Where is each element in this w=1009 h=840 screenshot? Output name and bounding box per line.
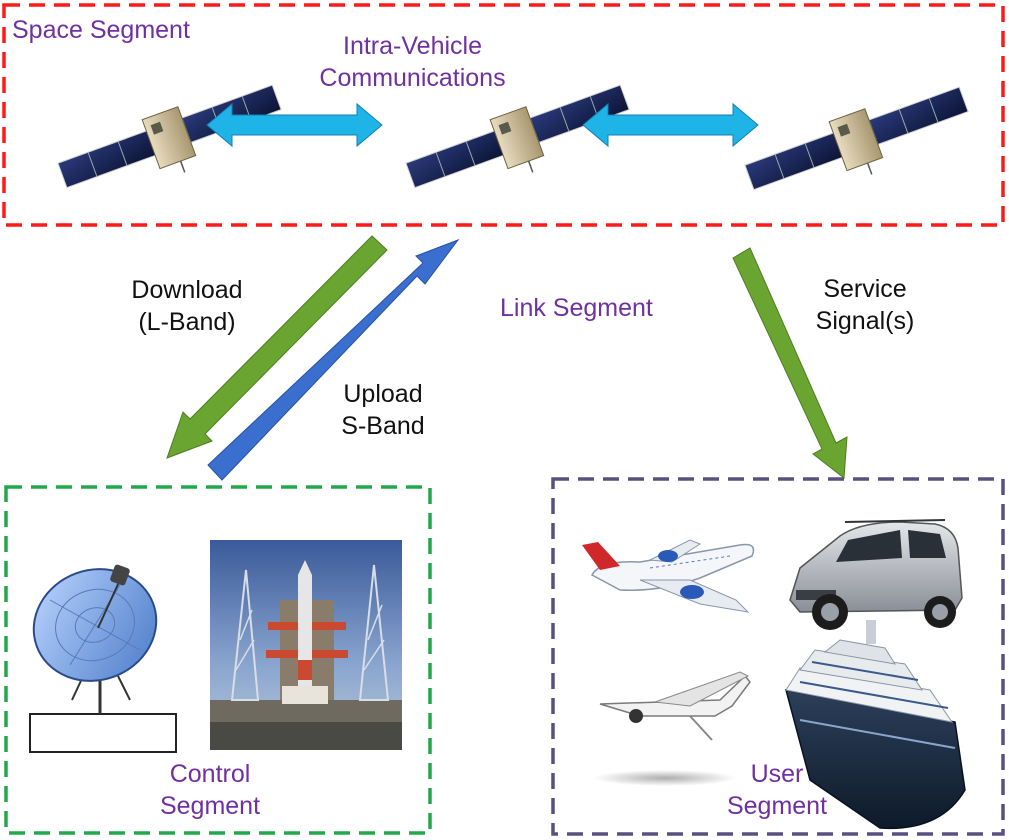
intra-vehicle-line2: Communications: [319, 64, 506, 92]
airplane-icon: [582, 539, 755, 613]
ship-icon: [784, 620, 966, 830]
satellite-icon: [405, 84, 630, 189]
intra-vehicle-line1: Intra-Vehicle: [343, 32, 482, 60]
control-segment-label: Control Segment: [145, 758, 275, 822]
intra-vehicle-label: Intra-Vehicle Communications: [290, 30, 535, 94]
user-line1: User: [750, 760, 804, 788]
download-arrow: [166, 235, 388, 459]
intra-vehicle-arrow-right: [582, 102, 759, 148]
link-segment-label: Link Segment: [500, 294, 653, 322]
service-line1: Service: [823, 275, 907, 303]
download-line1: Download: [131, 276, 243, 304]
control-line2: Segment: [159, 792, 261, 820]
user-line2: Segment: [726, 792, 828, 820]
satellite-icon: [744, 86, 969, 191]
upload-arrow: [207, 238, 460, 481]
space-segment-box: [2, 3, 1005, 227]
user-segment-label: User Segment: [712, 758, 842, 822]
intra-vehicle-arrow-left: [206, 102, 383, 148]
dish-antenna-icon: [29, 564, 177, 753]
download-label: Download (L-Band): [112, 274, 262, 338]
control-line1: Control: [169, 760, 251, 788]
space-segment-label: Space Segment: [12, 16, 190, 44]
download-line2: (L-Band): [138, 308, 236, 336]
car-icon: [789, 519, 963, 630]
upload-line1: Upload: [343, 380, 423, 408]
user-segment-box: [551, 477, 1005, 836]
upload-line2: S-Band: [341, 412, 425, 440]
service-line2: Signal(s): [815, 307, 915, 335]
upload-label: Upload S-Band: [318, 378, 448, 442]
launch-pad-icon: [210, 540, 402, 750]
control-segment-box: [4, 485, 432, 835]
service-signal-arrow: [732, 247, 848, 479]
satellite-icon: [57, 84, 282, 189]
service-signal-label: Service Signal(s): [800, 273, 930, 337]
drone-icon: [593, 671, 751, 786]
